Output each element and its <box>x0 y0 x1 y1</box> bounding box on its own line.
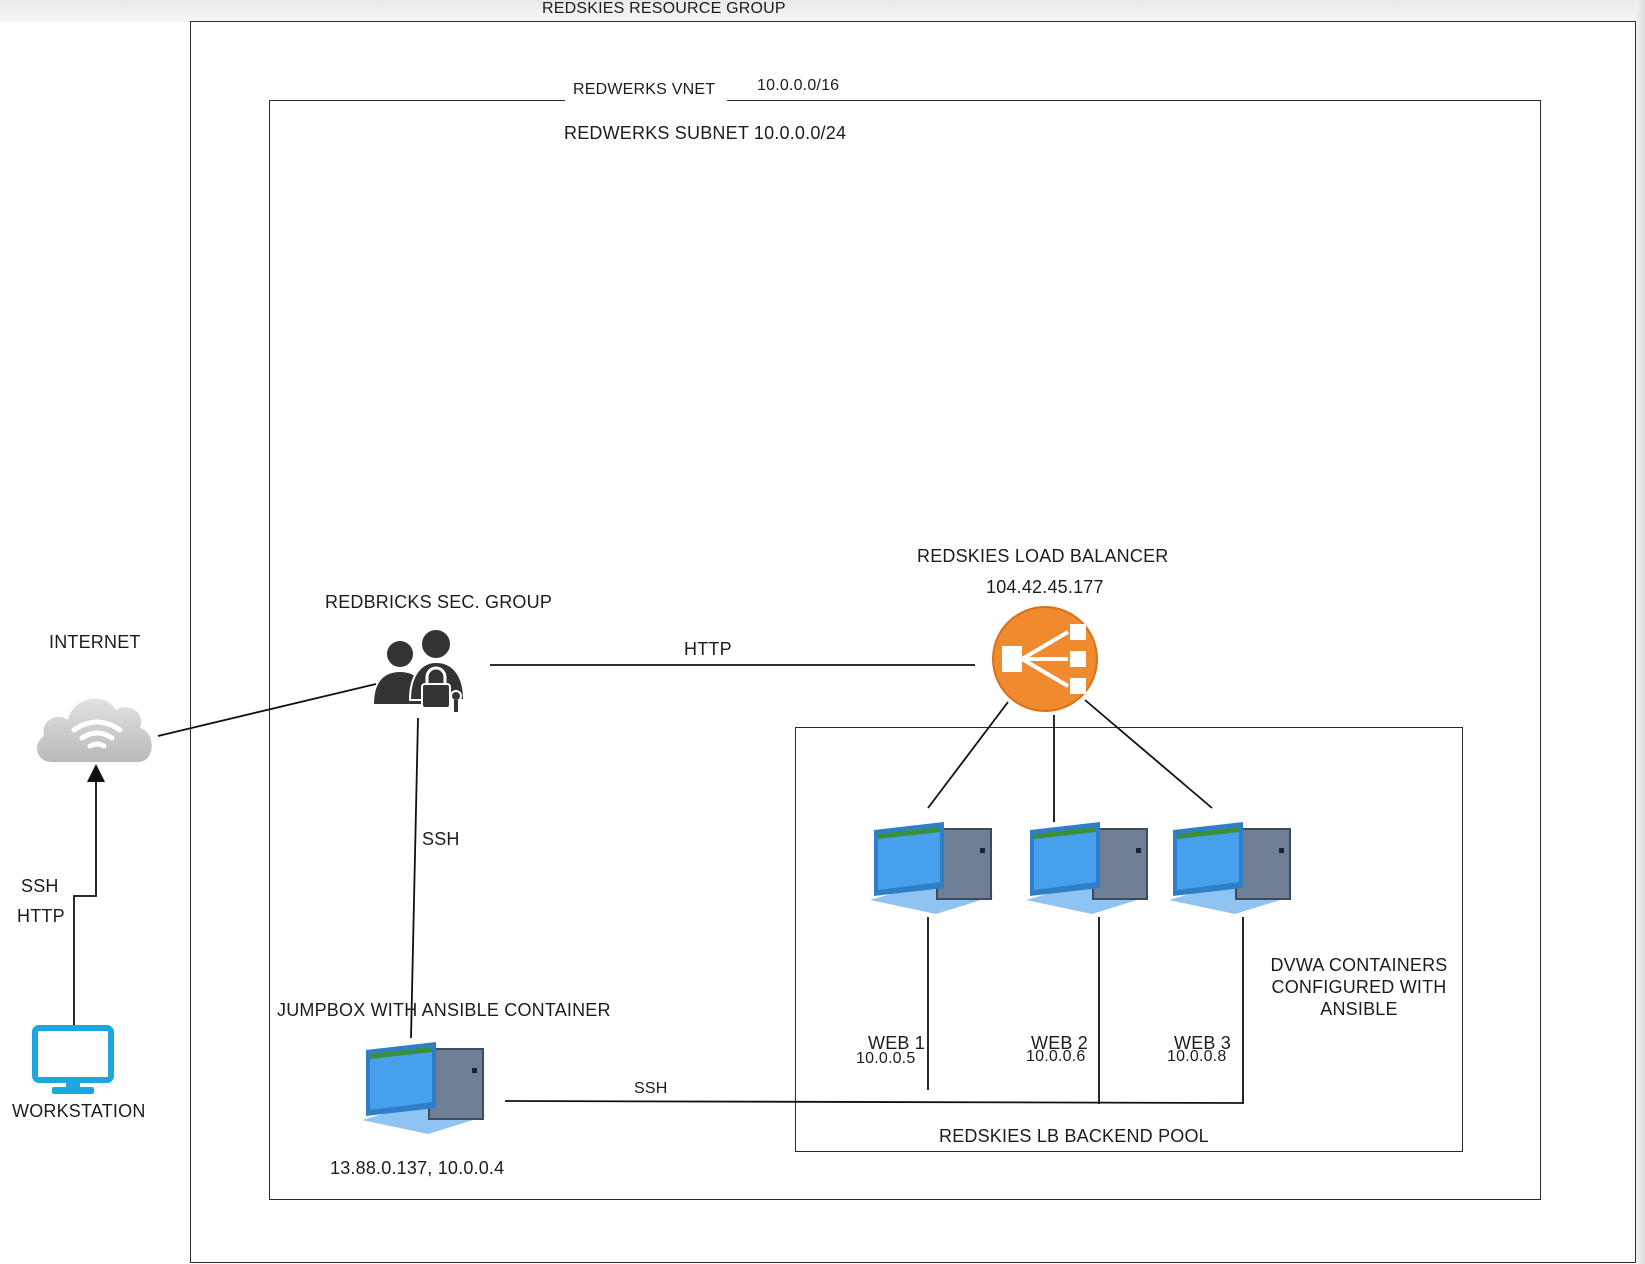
web2-server-icon <box>1026 822 1150 914</box>
internet-to-secgroup-line <box>157 683 377 737</box>
backend-pool-note-line: CONFIGURED WITH <box>1271 977 1447 997</box>
web1-ip: 10.0.0.5 <box>856 1050 916 1067</box>
web3-name: WEB 3 <box>1174 1033 1232 1053</box>
scrollbar[interactable] <box>1635 0 1645 1264</box>
jumpbox-label: JUMPBOX WITH ANSIBLE CONTAINER <box>277 1000 611 1020</box>
ssh-link-label: SSH <box>422 829 460 849</box>
web2-name: WEB 2 <box>1031 1033 1089 1053</box>
backend-pool-box <box>795 727 1463 1152</box>
backend-pool-note-line: DVWA CONTAINERS <box>1270 955 1448 975</box>
workstation-to-internet-line <box>73 764 105 1025</box>
resource-group-box <box>190 21 1636 1263</box>
jumpbox-to-web-line <box>504 1100 1244 1104</box>
subnet-label: REDWERKS SUBNET 10.0.0.0/24 <box>564 123 847 143</box>
workstation-label: WORKSTATION <box>12 1101 146 1121</box>
backend-pool-label: REDSKIES LB BACKEND POOL <box>939 1126 1209 1146</box>
cloud-wifi-icon <box>37 698 152 762</box>
web2-ip: 10.0.0.6 <box>1026 1048 1086 1065</box>
resource-group-label: REDSKIES RESOURCE GROUP <box>542 0 786 17</box>
internet-label: INTERNET <box>49 632 141 652</box>
vnet-box <box>269 100 1541 1200</box>
secgroup-to-jumpbox-line <box>410 717 419 1039</box>
jumpbox-ip: 13.88.0.137, 10.0.0.4 <box>330 1158 505 1178</box>
lb-to-web3-line <box>1084 699 1213 809</box>
security-group-label: REDBRICKS SEC. GROUP <box>325 592 553 612</box>
http-link-label: HTTP <box>684 639 732 659</box>
web3-server-icon <box>1169 822 1293 914</box>
workstation-ssh-label: SSH <box>21 876 59 896</box>
web1-name: WEB 1 <box>868 1033 926 1053</box>
load-balancer-label: REDSKIES LOAD BALANCER <box>917 546 1169 566</box>
vnet-cidr: 10.0.0.0/16 <box>757 77 840 94</box>
lb-to-web1-line <box>927 701 1009 809</box>
vnet-label: REDWERKS VNET <box>573 81 716 98</box>
web3-ip: 10.0.0.8 <box>1167 1048 1227 1065</box>
backend-pool-note: DVWA CONTAINERS CONFIGURED WITH ANSIBLE <box>1258 954 1460 1020</box>
web1-server-icon <box>870 822 994 914</box>
monitor-icon <box>32 1025 114 1094</box>
backend-pool-note-line: ANSIBLE <box>1320 999 1398 1019</box>
users-lock-icon <box>374 628 466 712</box>
load-balancer-ip: 104.42.45.177 <box>986 577 1104 597</box>
jumpbox-ssh-label: SSH <box>634 1080 668 1097</box>
jumpbox-server-icon <box>362 1042 486 1134</box>
load-balancer-icon <box>992 606 1098 712</box>
workstation-http-label: HTTP <box>17 906 65 926</box>
window-top-bar <box>0 0 1645 22</box>
